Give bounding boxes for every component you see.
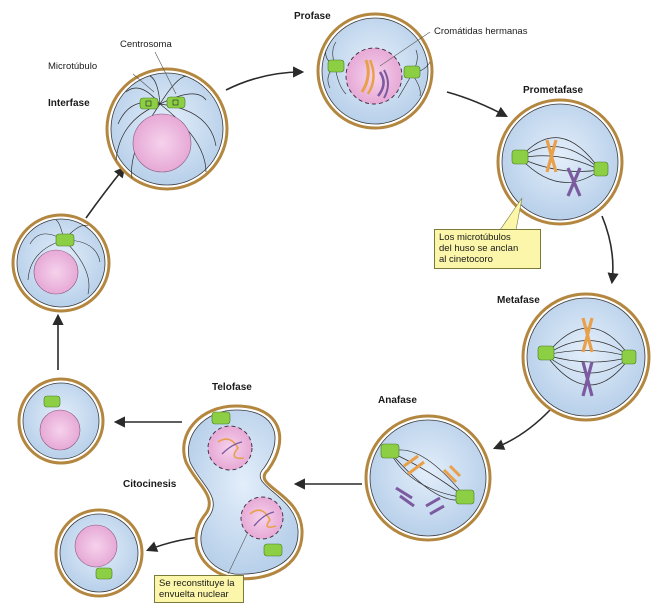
arrow-profase-to-prometafase bbox=[446, 91, 508, 118]
centrosome-profase-2 bbox=[403, 65, 421, 79]
cell-citocinesis-lower bbox=[54, 508, 144, 598]
note-cinetocoro-line-3: al cinetocoro bbox=[439, 254, 493, 265]
stage-label-prometafase: Prometafase bbox=[523, 85, 583, 96]
centrosome-metafase-2 bbox=[621, 349, 637, 365]
centrosome-metafase-1 bbox=[537, 345, 555, 361]
note-cinetocoro: Los microtúbulos del huso se anclan al c… bbox=[434, 229, 541, 269]
note-envoltura-line-2: envuelta nuclear bbox=[159, 589, 229, 600]
label-cromatidas-hermanas: Cromátidas hermanas bbox=[434, 26, 528, 37]
cell-anafase bbox=[364, 414, 492, 542]
cell-citocinesis-upper bbox=[17, 377, 105, 465]
centrosome-profase-1 bbox=[327, 59, 345, 73]
stage-label-anafase: Anafase bbox=[378, 395, 417, 406]
centrosome-telofase-2 bbox=[263, 543, 283, 557]
stage-label-metafase: Metafase bbox=[497, 295, 540, 306]
nucleus-citocinesis-upper bbox=[39, 409, 81, 451]
cell-metafase bbox=[521, 292, 651, 422]
cell-telofase bbox=[182, 404, 304, 581]
centrosome-anafase-1 bbox=[380, 443, 400, 459]
cell-interfase bbox=[105, 51, 229, 191]
stage-label-profase: Profase bbox=[294, 11, 331, 22]
arrow-interfase-to-profase bbox=[225, 66, 305, 91]
cell-prometafase bbox=[496, 98, 624, 231]
arrow-prometafase-to-metafase bbox=[601, 215, 619, 285]
centrosome-prometafase-1 bbox=[511, 149, 529, 165]
arrow-up-to-interfase bbox=[85, 166, 126, 219]
arrow-metafase-to-anafase bbox=[492, 409, 551, 450]
stage-label-telofase: Telofase bbox=[212, 382, 252, 393]
centrosome-prometafase-2 bbox=[593, 161, 609, 177]
centrosome-anafase-2 bbox=[455, 489, 475, 505]
centrosome-interfase-1 bbox=[139, 97, 159, 110]
label-centrosoma: Centrosoma bbox=[120, 39, 172, 50]
cell-interfase-early bbox=[11, 213, 111, 313]
stage-label-citocinesis: Citocinesis bbox=[123, 479, 177, 490]
nucleus-interfase-early bbox=[33, 249, 79, 295]
stage-label-interfase: Interfase bbox=[48, 98, 90, 109]
note-envoltura-nuclear: Se reconstituye la envuelta nuclear bbox=[154, 575, 244, 603]
note-envoltura-line-1: Se reconstituye la bbox=[159, 578, 235, 589]
nucleus-interfase bbox=[132, 113, 192, 173]
centrosome-interfase-2 bbox=[166, 96, 186, 109]
note-cinetocoro-line-1: Los microtúbulos bbox=[439, 232, 511, 243]
note-cinetocoro-line-2: del huso se anclan bbox=[439, 243, 519, 254]
label-microtubulo: Microtúbulo bbox=[48, 61, 97, 72]
centrosome-telofase-1 bbox=[211, 411, 231, 425]
nucleus-citocinesis-lower bbox=[74, 524, 118, 568]
cell-profase bbox=[316, 12, 434, 130]
